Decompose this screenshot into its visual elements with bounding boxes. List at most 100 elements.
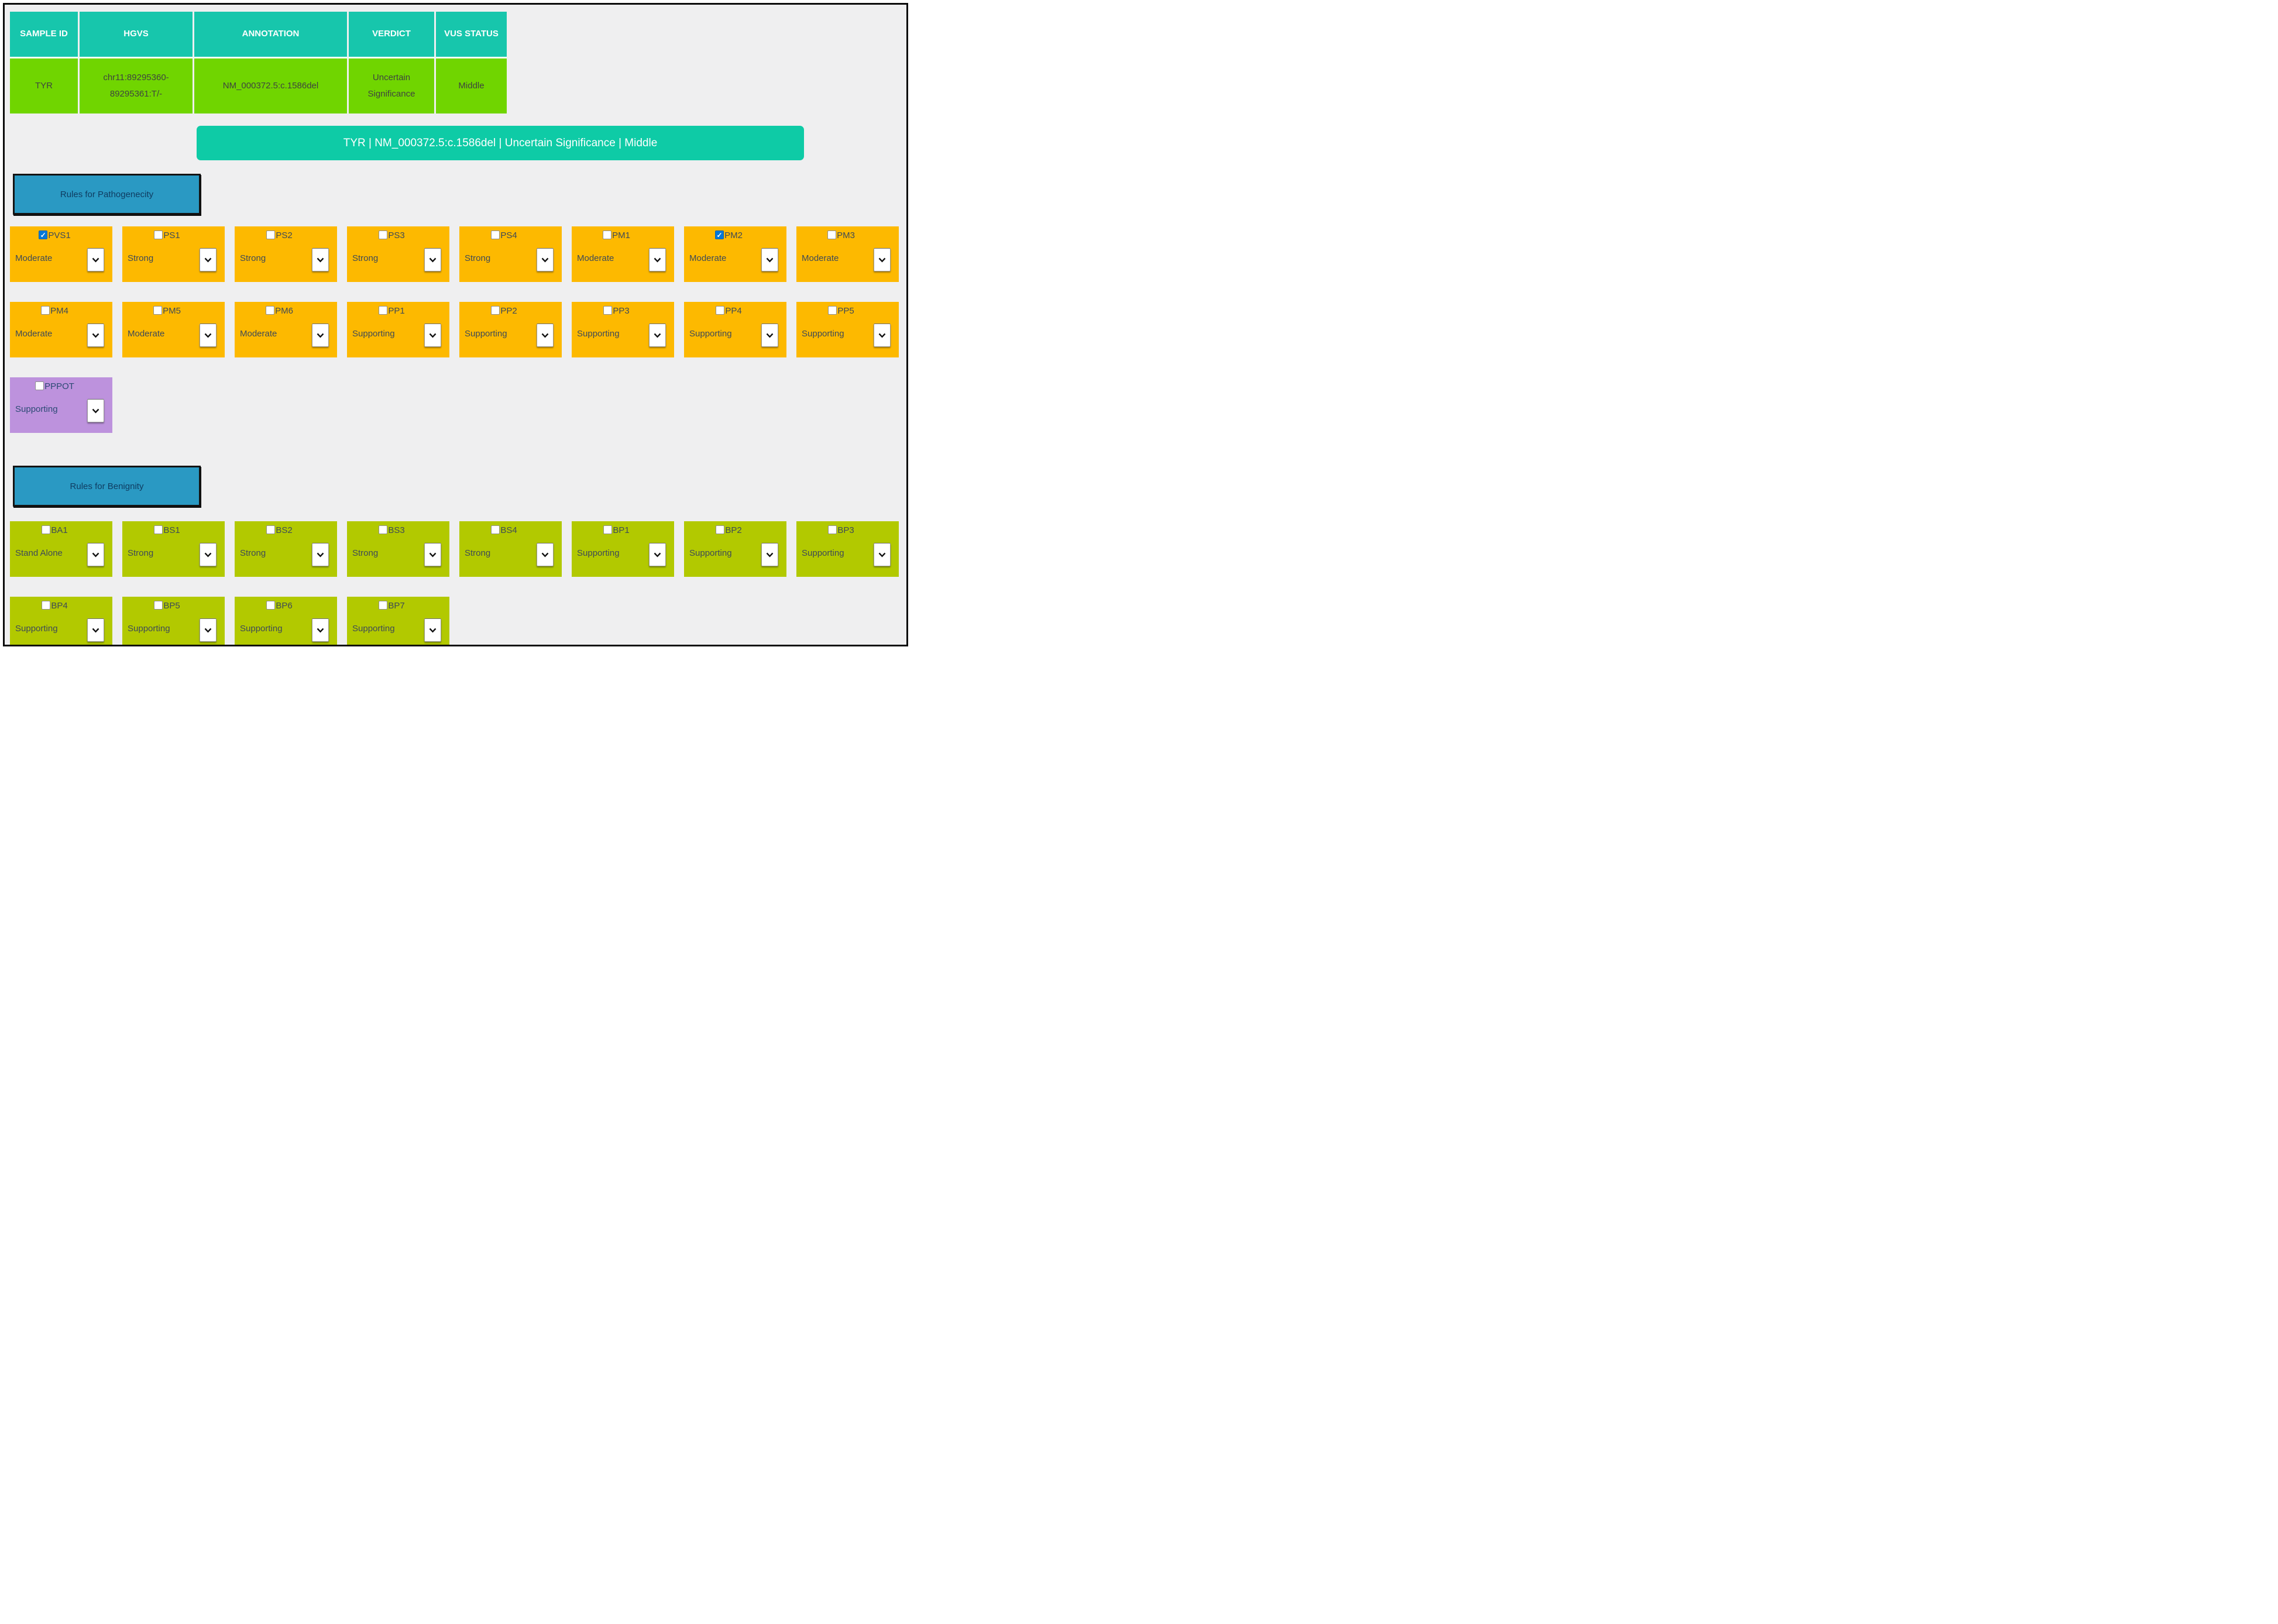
chevron-down-icon <box>204 333 212 338</box>
criterion-label: BS4 <box>500 525 517 535</box>
chevron-down-icon <box>766 257 774 263</box>
rules-for-benignity-button[interactable]: Rules for Benignity <box>13 466 201 507</box>
criterion-checkbox-pp2[interactable] <box>491 306 500 315</box>
chevron-down-icon <box>92 628 99 633</box>
criterion-checkbox-pm6[interactable] <box>266 306 275 315</box>
criterion-header: PS4 <box>459 230 562 240</box>
criterion-checkbox-bp1[interactable] <box>603 525 613 534</box>
criterion-strength-row: Strong <box>459 248 562 271</box>
criterion-checkbox-bs1[interactable] <box>154 525 163 534</box>
criterion-header: PM3 <box>796 230 899 240</box>
criterion-strength-select[interactable] <box>87 618 104 642</box>
rules-for-pathogenecity-button[interactable]: Rules for Pathogenecity <box>13 174 201 215</box>
criterion-strength-select[interactable] <box>537 248 554 271</box>
criterion-strength-label: Strong <box>352 548 379 558</box>
criterion-strength-select[interactable] <box>200 543 217 566</box>
criterion-checkbox-ps1[interactable] <box>154 230 163 239</box>
criterion-strength-select[interactable] <box>874 543 891 566</box>
criterion-strength-select[interactable] <box>87 324 104 347</box>
criterion-strength-row: Strong <box>122 248 225 271</box>
criterion-checkbox-bp4[interactable] <box>42 601 51 610</box>
criterion-strength-label: Supporting <box>577 329 620 339</box>
criterion-strength-select[interactable] <box>312 324 329 347</box>
criterion-checkbox-bp3[interactable] <box>828 525 837 534</box>
criterion-strength-select[interactable] <box>761 248 778 271</box>
criterion-checkbox-ps2[interactable] <box>266 230 276 239</box>
criterion-checkbox-bp7[interactable] <box>379 601 388 610</box>
criterion-checkbox-pm5[interactable] <box>153 306 163 315</box>
criterion-card-ps2: PS2 Strong <box>235 226 337 282</box>
criterion-header: PP1 <box>347 306 449 316</box>
variant-table-cell: TYR <box>10 59 80 113</box>
criterion-checkbox-pm3[interactable] <box>827 230 837 239</box>
criterion-label: PM4 <box>50 306 68 316</box>
chevron-down-icon <box>766 552 774 558</box>
criterion-strength-select[interactable] <box>312 618 329 642</box>
criterion-strength-label: Strong <box>128 253 154 263</box>
criterion-strength-select[interactable] <box>537 324 554 347</box>
criterion-checkbox-pm2[interactable] <box>715 230 724 239</box>
criterion-checkbox-pm4[interactable] <box>41 306 50 315</box>
criterion-strength-select[interactable] <box>87 543 104 566</box>
criterion-strength-select[interactable] <box>312 543 329 566</box>
criterion-card-pm4: PM4 Moderate <box>10 302 112 357</box>
criterion-strength-row: Moderate <box>796 248 899 271</box>
criterion-strength-select[interactable] <box>649 543 666 566</box>
criterion-label: PS4 <box>500 230 517 240</box>
criterion-strength-select[interactable] <box>87 248 104 271</box>
criterion-strength-select[interactable] <box>424 324 441 347</box>
criterion-strength-select[interactable] <box>424 543 441 566</box>
criterion-checkbox-pp4[interactable] <box>716 306 725 315</box>
criterion-strength-label: Moderate <box>15 253 53 263</box>
criterion-strength-label: Strong <box>240 548 266 558</box>
criterion-card-bp4: BP4 Supporting <box>10 597 112 645</box>
criterion-label: BA1 <box>51 525 68 535</box>
criterion-strength-select[interactable] <box>200 618 217 642</box>
variant-table-cell: NM_000372.5:c.1586del <box>194 59 349 113</box>
criterion-strength-select[interactable] <box>649 324 666 347</box>
variant-table-header-cell: VERDICT <box>349 12 436 59</box>
criterion-card-pm5: PM5 Moderate <box>122 302 225 357</box>
criterion-strength-select[interactable] <box>874 248 891 271</box>
criterion-strength-select[interactable] <box>649 248 666 271</box>
criterion-checkbox-bs3[interactable] <box>379 525 388 534</box>
criterion-strength-label: Supporting <box>352 624 395 634</box>
criterion-checkbox-bs4[interactable] <box>491 525 500 534</box>
criterion-strength-select[interactable] <box>200 324 217 347</box>
criterion-checkbox-ps3[interactable] <box>379 230 388 239</box>
criterion-strength-row: Supporting <box>684 543 786 566</box>
criterion-checkbox-bs2[interactable] <box>266 525 276 534</box>
criterion-checkbox-ps4[interactable] <box>491 230 500 239</box>
criterion-checkbox-pppot[interactable] <box>35 381 44 390</box>
criterion-card-bp2: BP2 Supporting <box>684 521 786 577</box>
criterion-card-ps4: PS4 Strong <box>459 226 562 282</box>
criterion-card-bp5: BP5 Supporting <box>122 597 225 645</box>
criterion-strength-select[interactable] <box>537 543 554 566</box>
criterion-checkbox-pp5[interactable] <box>828 306 837 315</box>
criterion-strength-select[interactable] <box>87 399 104 422</box>
criterion-strength-row: Strong <box>235 248 337 271</box>
criterion-label: BP6 <box>276 601 293 611</box>
criterion-strength-row: Moderate <box>684 248 786 271</box>
criterion-strength-select[interactable] <box>874 324 891 347</box>
criterion-strength-label: Supporting <box>577 548 620 558</box>
criterion-label: PM3 <box>837 230 855 240</box>
criterion-checkbox-pp1[interactable] <box>379 306 388 315</box>
criterion-checkbox-bp2[interactable] <box>716 525 725 534</box>
criterion-checkbox-pp3[interactable] <box>603 306 613 315</box>
criterion-strength-select[interactable] <box>761 324 778 347</box>
criterion-checkbox-pm1[interactable] <box>603 230 612 239</box>
criterion-strength-select[interactable] <box>424 248 441 271</box>
criterion-checkbox-ba1[interactable] <box>42 525 51 534</box>
criterion-label: BP7 <box>388 601 405 611</box>
criterion-checkbox-bp5[interactable] <box>154 601 163 610</box>
criterion-strength-select[interactable] <box>424 618 441 642</box>
criterion-strength-select[interactable] <box>200 248 217 271</box>
criterion-checkbox-pvs1[interactable] <box>39 230 48 239</box>
criterion-label: PS1 <box>163 230 180 240</box>
criterion-strength-select[interactable] <box>312 248 329 271</box>
criterion-card-pm3: PM3 Moderate <box>796 226 899 282</box>
criterion-strength-select[interactable] <box>761 543 778 566</box>
criterion-strength-row: Supporting <box>796 543 899 566</box>
criterion-checkbox-bp6[interactable] <box>266 601 276 610</box>
